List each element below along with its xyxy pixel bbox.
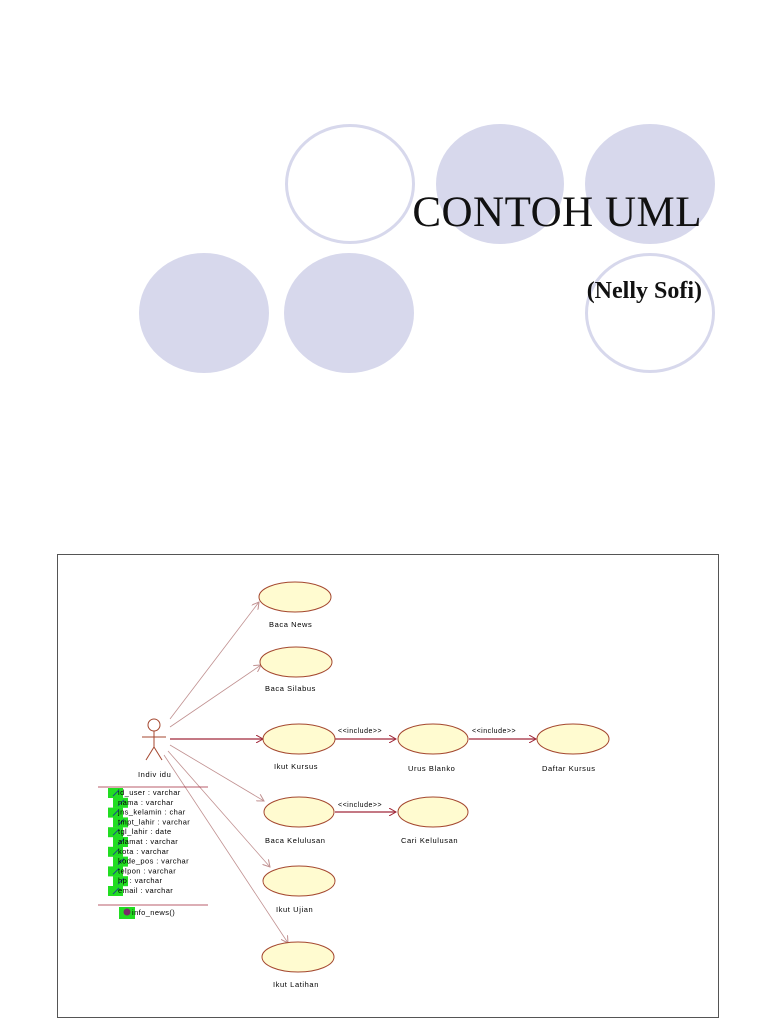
class-attribute-text: kode_pos : varchar xyxy=(118,857,189,866)
class-attribute-text: kota : varchar xyxy=(118,847,169,856)
class-attribute-row: jns_kelamin : char xyxy=(108,807,186,818)
attribute-key-icon xyxy=(112,828,120,836)
use-case-label: Baca Silabus xyxy=(265,684,316,693)
assoc-baca-kelulusan xyxy=(169,744,264,801)
decor-circle-filled-4 xyxy=(284,253,414,373)
class-attribute-row: id_user : varchar xyxy=(108,788,181,798)
class-attribute-row: tgl_lahir : date xyxy=(108,827,172,838)
assoc-baca-silabus xyxy=(169,665,261,728)
class-attribute-row: kode_pos : varchar xyxy=(113,856,189,867)
actor-head xyxy=(147,718,161,732)
attribute-key-icon xyxy=(112,809,120,816)
include-label-2: <<include>> xyxy=(472,728,516,735)
class-attribute-text: jns_kelamin : char xyxy=(117,808,186,817)
class-attribute-text: alamat : varchar xyxy=(118,837,178,846)
use-case-label: Cari Kelulusan xyxy=(401,836,458,845)
class-operation-row: info_news() xyxy=(119,907,175,919)
actor-label: Indiv idu xyxy=(138,770,171,779)
use-case-label: Baca Kelulusan xyxy=(265,836,326,845)
use-case-ikut-ujian: Ikut Ujian xyxy=(262,865,336,914)
class-attribute-text: nama : varchar xyxy=(118,798,174,807)
class-attribute-row: tmpt_lahir : varchar xyxy=(113,817,190,828)
use-case-label: Ikut Kursus xyxy=(274,762,318,771)
assoc-baca-news xyxy=(169,602,259,720)
attribute-key-icon xyxy=(117,858,125,865)
use-case-ellipse xyxy=(263,796,335,828)
use-case-baca-news: Baca News xyxy=(258,581,332,629)
use-case-ellipse xyxy=(262,723,336,755)
class-attribute-text: tgl_lahir : date xyxy=(118,827,172,836)
use-case-label: Ikut Latihan xyxy=(273,980,319,989)
use-case-diagram: Indiv idu <<include>> <<include>> <<incl… xyxy=(98,581,610,989)
uml-diagram-frame: Indiv idu <<include>> <<include>> <<incl… xyxy=(57,554,719,1018)
class-attribute-text: hp : varchar xyxy=(118,876,163,885)
use-case-daftar-kursus: Daftar Kursus xyxy=(536,723,610,773)
use-case-ellipse xyxy=(261,941,335,973)
use-case-ellipse xyxy=(262,865,336,897)
class-attribute-row: hp : varchar xyxy=(113,876,163,887)
class-attribute-text: tmpt_lahir : varchar xyxy=(118,817,190,826)
use-case-ellipse xyxy=(258,581,332,613)
use-case-ikut-kursus: Ikut Kursus xyxy=(262,723,336,771)
class-attribute-text: telpon : varchar xyxy=(118,866,176,875)
use-case-label: Urus Blanko xyxy=(408,764,455,773)
attribute-key-icon xyxy=(117,819,125,826)
use-case-ikut-latihan: Ikut Latihan xyxy=(261,941,335,989)
decor-circle-outline-2 xyxy=(585,253,715,373)
class-operation-list: info_news() xyxy=(119,907,175,919)
class-attribute-row: nama : varchar xyxy=(113,797,174,808)
attribute-key-icon xyxy=(112,887,120,895)
operation-marker-icon xyxy=(123,908,131,916)
actor-left-leg xyxy=(145,746,155,761)
include-label-1: <<include>> xyxy=(338,728,382,735)
slide-title: CONTOH UML xyxy=(412,189,702,236)
use-case-baca-silabus: Baca Silabus xyxy=(259,646,333,693)
attribute-key-icon xyxy=(117,877,125,885)
class-attribute-row: alamat : varchar xyxy=(113,837,178,847)
class-attribute-row: kota : varchar xyxy=(108,846,169,857)
decor-circle-outline-1 xyxy=(285,124,415,244)
use-case-ellipse xyxy=(536,723,610,755)
use-case-label: Daftar Kursus xyxy=(542,764,596,773)
use-case-ellipse xyxy=(397,723,469,755)
assoc-ikut-latihan xyxy=(163,754,288,943)
decor-circle-filled-1 xyxy=(436,124,564,244)
attribute-key-icon xyxy=(117,838,125,846)
slide-subtitle: (Nelly Sofi) xyxy=(586,278,702,304)
class-operation-text: info_news() xyxy=(132,908,175,917)
use-case-urus-blanko: Urus Blanko xyxy=(397,723,469,773)
attribute-key-icon xyxy=(112,868,120,875)
decor-circle-filled-2 xyxy=(585,124,715,244)
include-label-3: <<include>> xyxy=(338,802,382,809)
class-attribute-row: telpon : varchar xyxy=(108,866,176,877)
actor-individu: Indiv idu xyxy=(138,718,171,779)
use-case-baca-kelulusan: Baca Kelulusan xyxy=(263,796,335,845)
use-case-cari-kelulusan: Cari Kelulusan xyxy=(397,796,469,845)
assoc-ikut-ujian xyxy=(167,750,270,867)
class-attribute-row: email : varchar xyxy=(108,886,173,896)
class-attribute-text: id_user : varchar xyxy=(118,788,181,797)
actor-right-leg xyxy=(153,746,163,761)
decor-circle-filled-3 xyxy=(139,253,269,373)
attribute-key-icon xyxy=(117,799,125,807)
attribute-key-icon xyxy=(112,848,120,856)
use-case-ellipse xyxy=(259,646,333,678)
use-case-label: Baca News xyxy=(269,620,312,629)
attribute-key-icon xyxy=(112,789,120,797)
class-attribute-text: email : varchar xyxy=(118,886,173,895)
use-case-label: Ikut Ujian xyxy=(276,905,313,914)
use-case-ellipse xyxy=(397,796,469,828)
